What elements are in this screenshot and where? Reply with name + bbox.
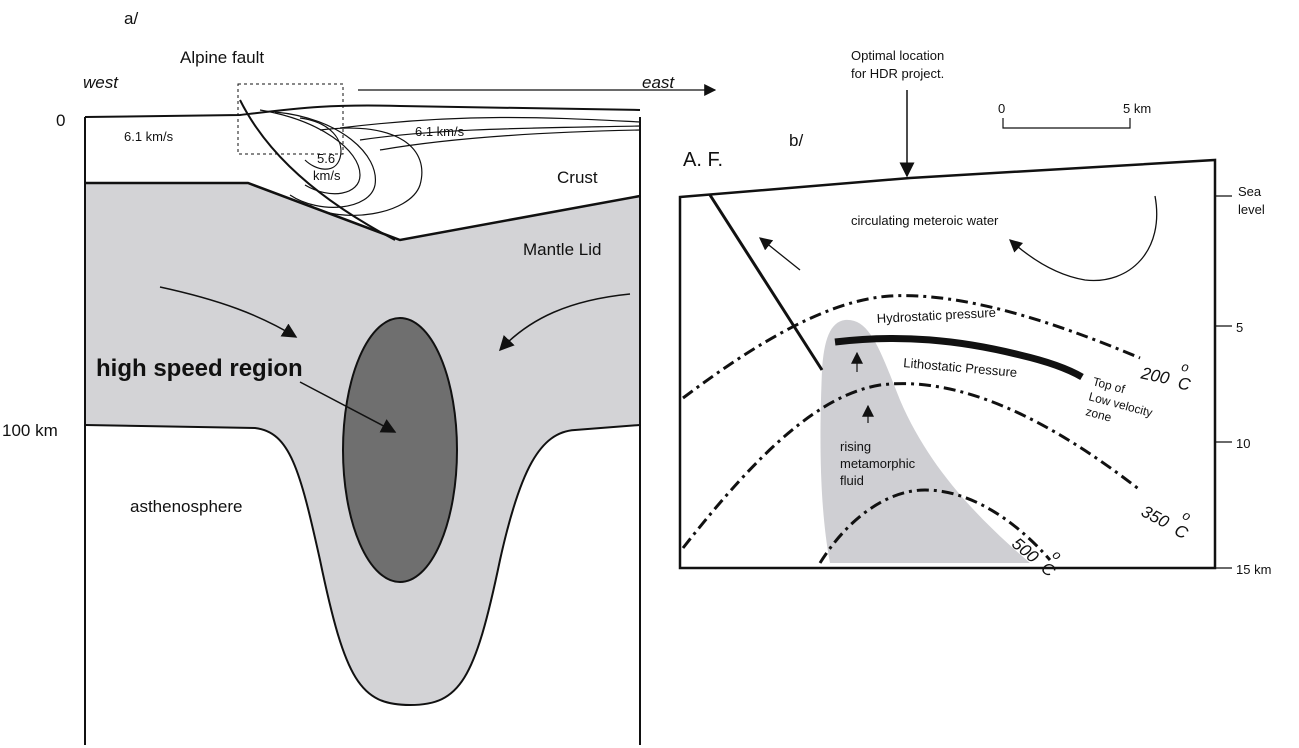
- east-label: east: [642, 73, 675, 92]
- af-label: A. F.: [683, 149, 723, 171]
- panel-b: b/ A. F. Optimal location for HDR projec…: [680, 48, 1271, 581]
- surface-line: [85, 105, 640, 117]
- scale-bar: [1003, 118, 1130, 128]
- iso-200-degree: o: [1180, 359, 1190, 375]
- panel-b-label: b/: [789, 131, 803, 150]
- panel-a: a/ Alpine: [2, 9, 715, 745]
- velocity-left-label: 6.1 km/s: [124, 129, 174, 144]
- asthenosphere-label: asthenosphere: [130, 497, 242, 516]
- velocity-right-label: 6.1 km/s: [415, 124, 465, 139]
- rising-label-3: fluid: [840, 473, 864, 488]
- fault-inset-box: [238, 84, 343, 154]
- high-speed-region-label: high speed region: [96, 355, 303, 382]
- iso-350-value: 350: [1138, 502, 1172, 532]
- velocity-mid-label-2: km/s: [313, 168, 341, 183]
- rising-label-2: metamorphic: [840, 456, 916, 471]
- crust-label: Crust: [557, 168, 598, 187]
- depth-100-label: 100 km: [2, 421, 58, 440]
- meteoric-water-label: circulating meteroic water: [851, 213, 999, 228]
- label-350c: 350 o C: [1138, 489, 1199, 543]
- scale-5km-label: 5 km: [1123, 101, 1151, 116]
- iso-200-value: 200: [1138, 363, 1171, 388]
- alpine-fault-label: Alpine fault: [180, 48, 264, 67]
- label-500c: 500 o C: [1008, 522, 1069, 581]
- high-speed-ellipse: [343, 318, 457, 582]
- velocity-mid-label-1: 5.6: [317, 151, 335, 166]
- panel-a-label: a/: [124, 9, 138, 28]
- mantle-lid-label: Mantle Lid: [523, 240, 601, 259]
- rising-label-1: rising: [840, 439, 871, 454]
- hdr-label-line2: for HDR project.: [851, 66, 944, 81]
- meteoric-circulation-arrow: [1010, 196, 1157, 280]
- sea-label-2: level: [1238, 202, 1265, 217]
- fault-motion-arrow: [760, 238, 800, 270]
- iso-350-unit: C: [1171, 520, 1191, 543]
- scale-zero-label: 0: [998, 101, 1005, 116]
- iso-500-unit: C: [1037, 558, 1059, 581]
- sea-label-1: Sea: [1238, 184, 1262, 199]
- hydrostatic-label: Hydrostatic pressure: [876, 305, 996, 326]
- depth-ticks: [1215, 196, 1232, 568]
- fault-b-line: [710, 195, 822, 370]
- depth-5-label: 5: [1236, 320, 1243, 335]
- lithostatic-label: Lithostatic Pressure: [903, 355, 1018, 380]
- west-label: west: [83, 73, 119, 92]
- hdr-label-line1: Optimal location: [851, 48, 944, 63]
- depth-10-label: 10: [1236, 436, 1250, 451]
- depth-15-label: 15 km: [1236, 562, 1271, 577]
- depth-0-label: 0: [56, 111, 65, 130]
- iso-200-unit: C: [1176, 373, 1193, 394]
- label-200c: 200 o C: [1138, 351, 1196, 395]
